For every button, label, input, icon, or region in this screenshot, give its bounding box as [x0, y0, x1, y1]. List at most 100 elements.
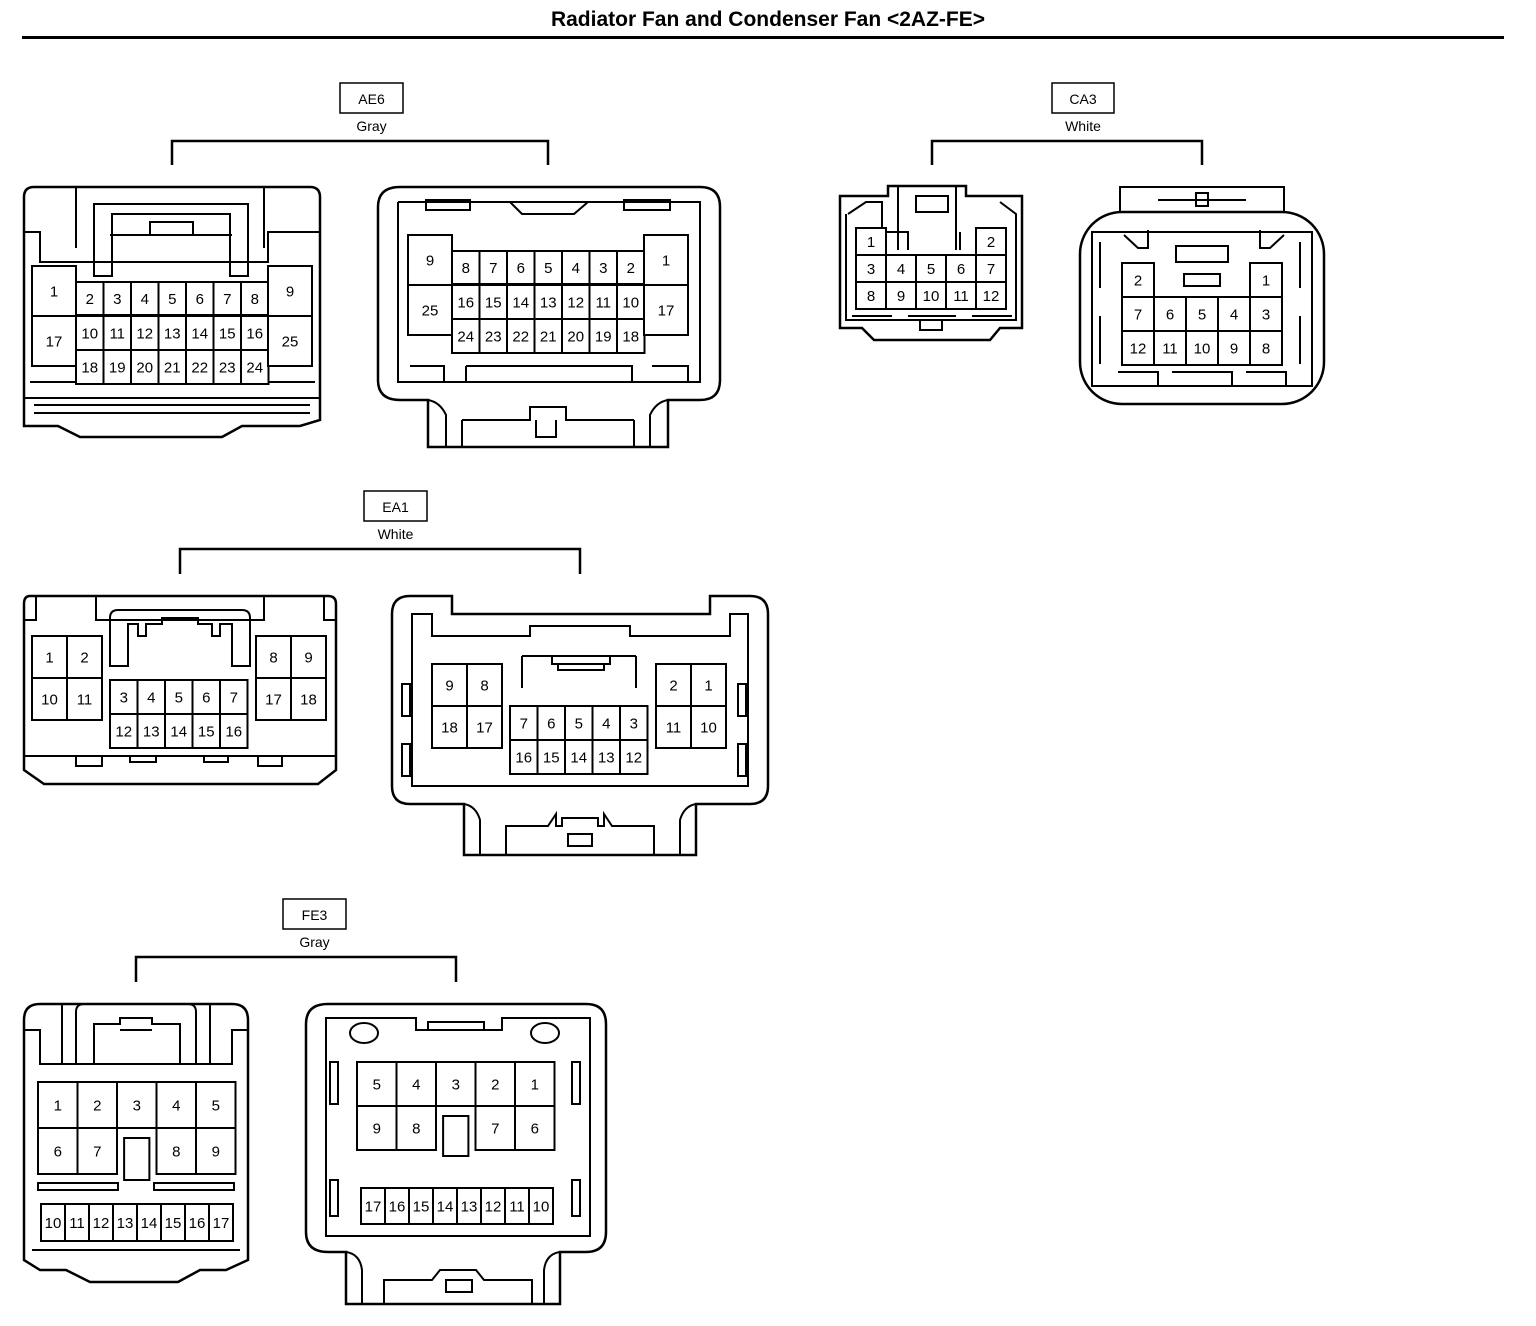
ea1-pin-label: 16	[515, 750, 532, 767]
ea1-pin-cell	[66, 635, 103, 679]
fe3-pin-label: 17	[365, 1199, 382, 1216]
ca3-pin-cell	[885, 281, 917, 310]
fe3-pin-cell	[504, 1187, 530, 1225]
ea1-pin-cell	[66, 677, 103, 721]
ca3-pin-cell	[915, 281, 947, 310]
ea1-pin-cell	[109, 713, 139, 749]
ea1-pin-label: 11	[77, 692, 93, 709]
ca3-pin-label: 3	[1262, 307, 1270, 324]
fe3-pin-label: 3	[452, 1077, 460, 1094]
ea1-pin-cell	[619, 739, 649, 775]
ae6-right-housing	[376, 185, 722, 449]
ea1-pin-label: 9	[445, 678, 453, 695]
ea1-bracket	[178, 547, 582, 574]
ae6-pin-label: 12	[136, 326, 153, 343]
ae6-pin-label: 12	[567, 295, 584, 312]
ea1-code: EA1	[382, 499, 409, 515]
ae6-pin-cell	[185, 349, 215, 385]
ae6-pin-label: 11	[595, 295, 611, 312]
ae6-pin-label: 9	[286, 284, 294, 301]
ae6-bracket	[170, 139, 550, 165]
ea1-pin-label: 4	[147, 690, 155, 707]
ea1-pin-label: 10	[700, 720, 717, 737]
ae6-pin-cell	[588, 318, 618, 354]
ae6-pin-label: 4	[141, 291, 149, 308]
fe3-pin-cell	[155, 1127, 197, 1175]
ae6-pin-cell	[267, 315, 313, 367]
ae6-pin-label: 3	[113, 291, 121, 308]
ea1-pin-label: 13	[598, 750, 615, 767]
ca3-pin-label: 4	[897, 261, 905, 278]
ea1-pin-cell	[31, 677, 68, 721]
ea1-pin-cell	[164, 713, 194, 749]
ae6-pin-label: 17	[658, 303, 675, 320]
ae6-pin-cell	[533, 284, 563, 320]
ea1-pin-label: 18	[300, 692, 317, 709]
ae6-pin-label: 23	[485, 329, 502, 346]
ae6-pin-label: 8	[251, 291, 259, 308]
ae6-pin-label: 3	[599, 260, 607, 277]
fe3-pin-label: 6	[54, 1144, 62, 1161]
fe3-pin-label: 9	[212, 1144, 220, 1161]
ae6-pin-label: 16	[246, 326, 263, 343]
ca3-pin-cell	[975, 281, 1007, 310]
ae6-code-box	[339, 82, 404, 114]
ca3-pin-label: 5	[927, 261, 935, 278]
ea1-pin-label: 3	[120, 690, 128, 707]
ae6-pin-label: 25	[422, 303, 439, 320]
ca3-pin-label: 3	[867, 261, 875, 278]
ca3-pin-label: 9	[1230, 341, 1238, 358]
ae6-pin-cell	[643, 284, 689, 336]
ae6-pin-label: 4	[572, 260, 580, 277]
ea1-pin-label: 10	[41, 692, 58, 709]
ea1-color: White	[378, 526, 414, 542]
fe3-pin-cell	[408, 1187, 434, 1225]
ea1-pin-cell	[191, 679, 221, 715]
ea1-pin-label: 11	[666, 720, 682, 737]
ae6-pin-label: 21	[540, 329, 557, 346]
ca3-pin-label: 11	[953, 288, 969, 305]
title-rule	[22, 36, 1504, 39]
ae6-pin-label: 2	[627, 260, 635, 277]
ca3-pin-cell	[1121, 262, 1155, 298]
ae6-pin-label: 7	[489, 260, 497, 277]
ae6-pin-label: 19	[595, 329, 612, 346]
fe3-pin-label: 14	[437, 1199, 454, 1216]
ca3-color: White	[1065, 118, 1101, 134]
fe3-pin-label: 15	[165, 1215, 182, 1232]
fe3-pin-label: 11	[69, 1215, 85, 1232]
ca3-pin-label: 12	[1130, 341, 1147, 358]
ae6-pin-cell	[240, 349, 270, 385]
ea1-pin-label: 9	[304, 650, 312, 667]
fe3-pin-cell	[195, 1127, 237, 1175]
fe3-pin-label: 10	[533, 1199, 550, 1216]
fe3-pin-cell	[395, 1105, 437, 1151]
ca3-pin-cell	[1185, 296, 1219, 332]
ae6-pin-label: 15	[219, 326, 236, 343]
ae6-pin-label: 18	[622, 329, 639, 346]
fe3-pin-cell	[76, 1127, 118, 1175]
ae6-pin-cell	[451, 318, 481, 354]
fe3-pin-cell	[528, 1187, 554, 1225]
ae6-pin-label: 1	[50, 284, 58, 301]
ea1-pin-label: 14	[570, 750, 587, 767]
ae6-pin-label: 22	[191, 360, 208, 377]
ea1-pin-label: 16	[225, 724, 242, 741]
ca3-pin-cell	[1249, 262, 1283, 298]
ae6-pin-cell	[588, 284, 618, 320]
ca3-pin-label: 7	[1134, 307, 1142, 324]
ca3-code: CA3	[1069, 91, 1096, 107]
ea1-pin-cell	[466, 705, 503, 749]
ea1-pin-cell	[509, 739, 539, 775]
ae6-pin-label: 1	[662, 253, 670, 270]
ea1-pin-cell	[619, 705, 649, 741]
fe3-pin-label: 10	[45, 1215, 62, 1232]
ea1-pin-cell	[536, 739, 566, 775]
ea1-pin-label: 14	[170, 724, 187, 741]
ea1-pin-label: 15	[543, 750, 560, 767]
ae6-pin-label: 14	[512, 295, 529, 312]
ea1-pin-label: 8	[480, 678, 488, 695]
